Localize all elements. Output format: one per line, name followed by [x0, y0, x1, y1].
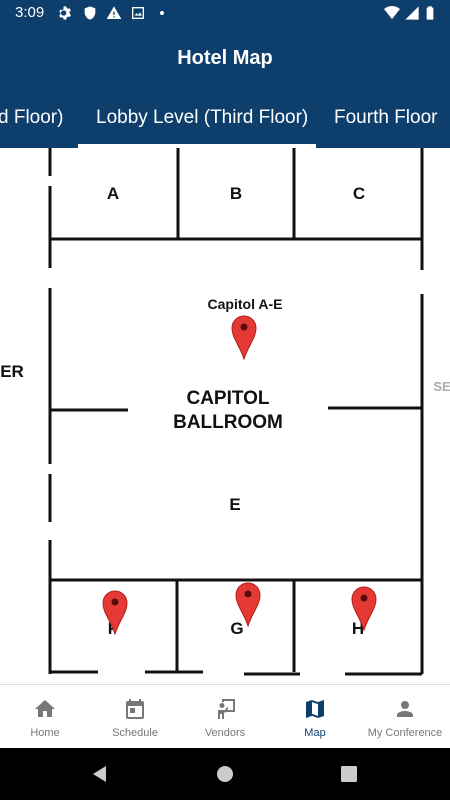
back-icon[interactable] [88, 762, 112, 786]
wifi-icon [384, 5, 400, 21]
nav-home[interactable]: Home [0, 685, 90, 749]
right-edge-label: SE [433, 379, 450, 394]
tab-lobby-level[interactable]: Lobby Level (Third Floor) [96, 107, 309, 128]
nav-my-conference[interactable]: My Conference [360, 685, 450, 749]
nav-vendors[interactable]: Vendors [180, 685, 270, 749]
shield-icon [82, 5, 98, 21]
room-a-label: A [107, 184, 119, 203]
status-time: 3:09 [15, 4, 45, 21]
nav-home-label: Home [30, 727, 60, 739]
floor-tabs: d Floor) Lobby Level (Third Floor) Fourt… [0, 88, 450, 148]
nav-map[interactable]: Map [270, 685, 360, 749]
pin-capitol-a-e[interactable] [231, 315, 257, 361]
floor-plan: A B C CAPITOL BALLROOM E F G H ER SE Cap… [0, 148, 450, 676]
page-title: Hotel Map [177, 47, 273, 69]
gear-icon [57, 5, 73, 21]
home-circle-icon[interactable] [213, 762, 237, 786]
pin-room-h[interactable] [351, 586, 377, 632]
room-c-label: C [353, 184, 365, 203]
nav-schedule-label: Schedule [112, 727, 158, 739]
tab-fourth-floor[interactable]: Fourth Floor [334, 107, 438, 128]
system-navigation-bar [0, 748, 450, 800]
calendar-icon [123, 697, 147, 721]
recents-icon[interactable] [337, 762, 361, 786]
nav-map-label: Map [304, 727, 326, 739]
signal-icon [404, 5, 420, 21]
ballroom-label-line1: CAPITOL [186, 388, 269, 409]
status-bar: 3:09 [0, 0, 450, 28]
pin-room-f[interactable] [102, 590, 128, 636]
room-e-label: E [229, 495, 240, 514]
room-b-label: B [230, 184, 242, 203]
tab-second-floor[interactable]: d Floor) [0, 107, 64, 128]
nav-vendors-label: Vendors [204, 727, 246, 739]
pin-room-g[interactable] [235, 582, 261, 628]
room-g-label: G [230, 619, 243, 638]
battery-icon [422, 5, 438, 21]
walls [48, 148, 424, 676]
nav-my-conference-label: My Conference [367, 727, 443, 739]
bottom-navigation: Home Schedule Vendors Map My Conference [0, 684, 450, 748]
alert-icon [106, 5, 122, 21]
dot-icon [154, 5, 170, 21]
image-off-icon [130, 5, 146, 21]
ballroom-label-line2: BALLROOM [173, 412, 283, 433]
left-edge-label: ER [0, 362, 24, 381]
hotel-floor-map[interactable]: A B C CAPITOL BALLROOM E F G H ER SE Cap… [0, 148, 450, 684]
home-icon [33, 697, 57, 721]
person-icon [393, 697, 417, 721]
presenter-icon [213, 697, 237, 721]
map-icon [303, 697, 327, 721]
nav-schedule[interactable]: Schedule [90, 685, 180, 749]
pin-label: Capitol A-E [208, 296, 283, 312]
tab-indicator [78, 144, 316, 148]
app-bar: Hotel Map [0, 28, 450, 88]
